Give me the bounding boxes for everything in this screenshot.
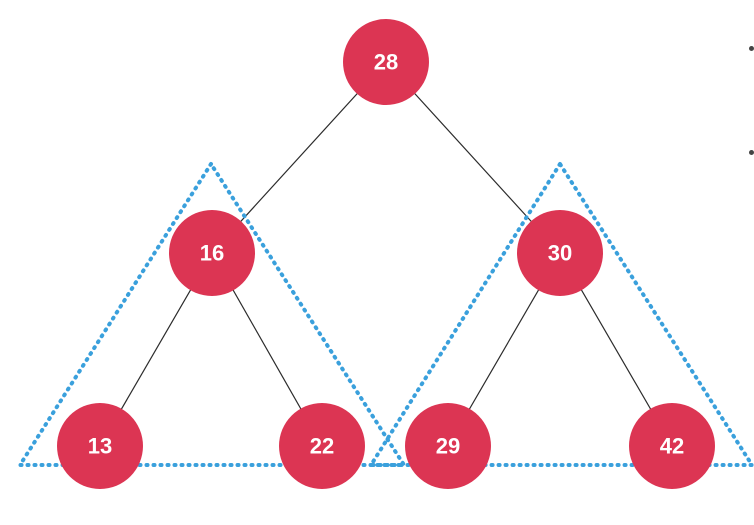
node-circle [343,19,429,105]
tree-node-left[interactable]: 16 [169,210,255,296]
node-label: 16 [200,241,224,266]
node-label: 13 [88,434,112,459]
tree-node-root[interactable]: 28 [343,19,429,105]
node-circle [279,403,365,489]
node-label: 42 [660,434,684,459]
node-label: 22 [310,434,334,459]
edge-28-30 [385,61,561,254]
node-label: 30 [548,241,572,266]
node-circle [629,403,715,489]
tree-node-right-right[interactable]: 42 [629,403,715,489]
tree-node-left-right[interactable]: 22 [279,403,365,489]
subtree-outline-right [367,160,754,467]
node-circle [517,210,603,296]
tree-node-right[interactable]: 30 [517,210,603,296]
nodes: 28 16 30 13 22 29 42 [57,19,715,489]
tree-node-right-left[interactable]: 29 [405,403,491,489]
node-circle [405,403,491,489]
bullet-dot-icon [749,150,754,155]
bullet-dot-icon [749,46,754,51]
tree-node-left-left[interactable]: 13 [57,403,143,489]
subtree-outlines [16,160,754,467]
node-circle [169,210,255,296]
edge-28-16 [211,61,387,254]
subtree-outline-left [16,160,408,467]
node-label: 29 [436,434,460,459]
node-label: 28 [374,50,398,75]
node-circle [57,403,143,489]
